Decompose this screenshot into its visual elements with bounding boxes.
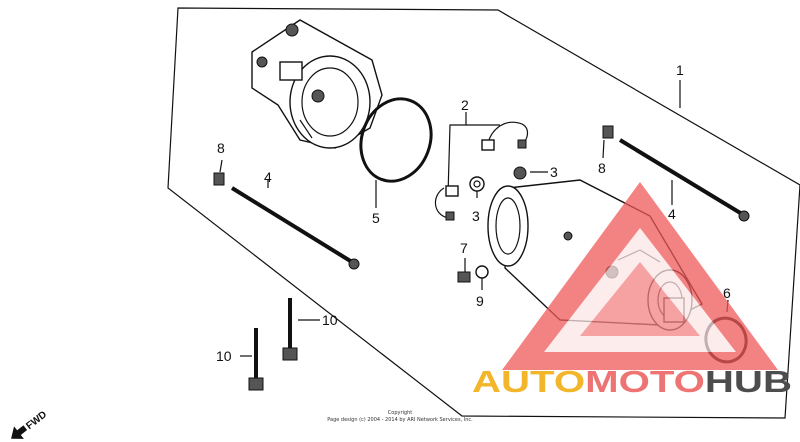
callout-9: 9 [476, 293, 484, 309]
brush-set [434, 121, 529, 221]
assembly-outline [167, 7, 800, 419]
callout-2: 2 [461, 97, 469, 113]
callout-4-right: 4 [668, 206, 676, 222]
watermark-hub: HUB [705, 364, 792, 399]
callout-3-upper: 3 [550, 164, 558, 180]
long-bolt-left [230, 186, 360, 270]
callout-8-right: 8 [598, 160, 606, 176]
o-ring-large [359, 97, 433, 183]
callout-7: 7 [460, 240, 468, 256]
small-hardware [213, 125, 614, 283]
callout-10-right: 10 [322, 312, 338, 328]
callout-8-left: 8 [217, 140, 225, 156]
callout-1: 1 [676, 62, 684, 78]
bolt-short-right [282, 298, 298, 361]
watermark-auto: AUTO [472, 364, 585, 399]
long-bolt-right [618, 138, 750, 222]
callout-10-left: 10 [216, 348, 232, 364]
watermark-moto: MOTO [585, 364, 705, 399]
fwd-indicator: FWD [11, 409, 49, 439]
callout-5: 5 [372, 210, 380, 226]
bolt-short-left [248, 328, 264, 391]
rear-cover-housing [251, 19, 383, 149]
callout-4-left: 4 [264, 169, 272, 185]
callout-6: 6 [723, 285, 731, 301]
fwd-label: FWD [24, 409, 49, 432]
copyright-line1: Copyright [388, 410, 412, 416]
watermark-triangle-core [580, 262, 700, 336]
callout-3-lower: 3 [472, 208, 480, 224]
copyright-line2: Page design (c) 2004 - 2014 by ARI Netwo… [327, 417, 473, 423]
